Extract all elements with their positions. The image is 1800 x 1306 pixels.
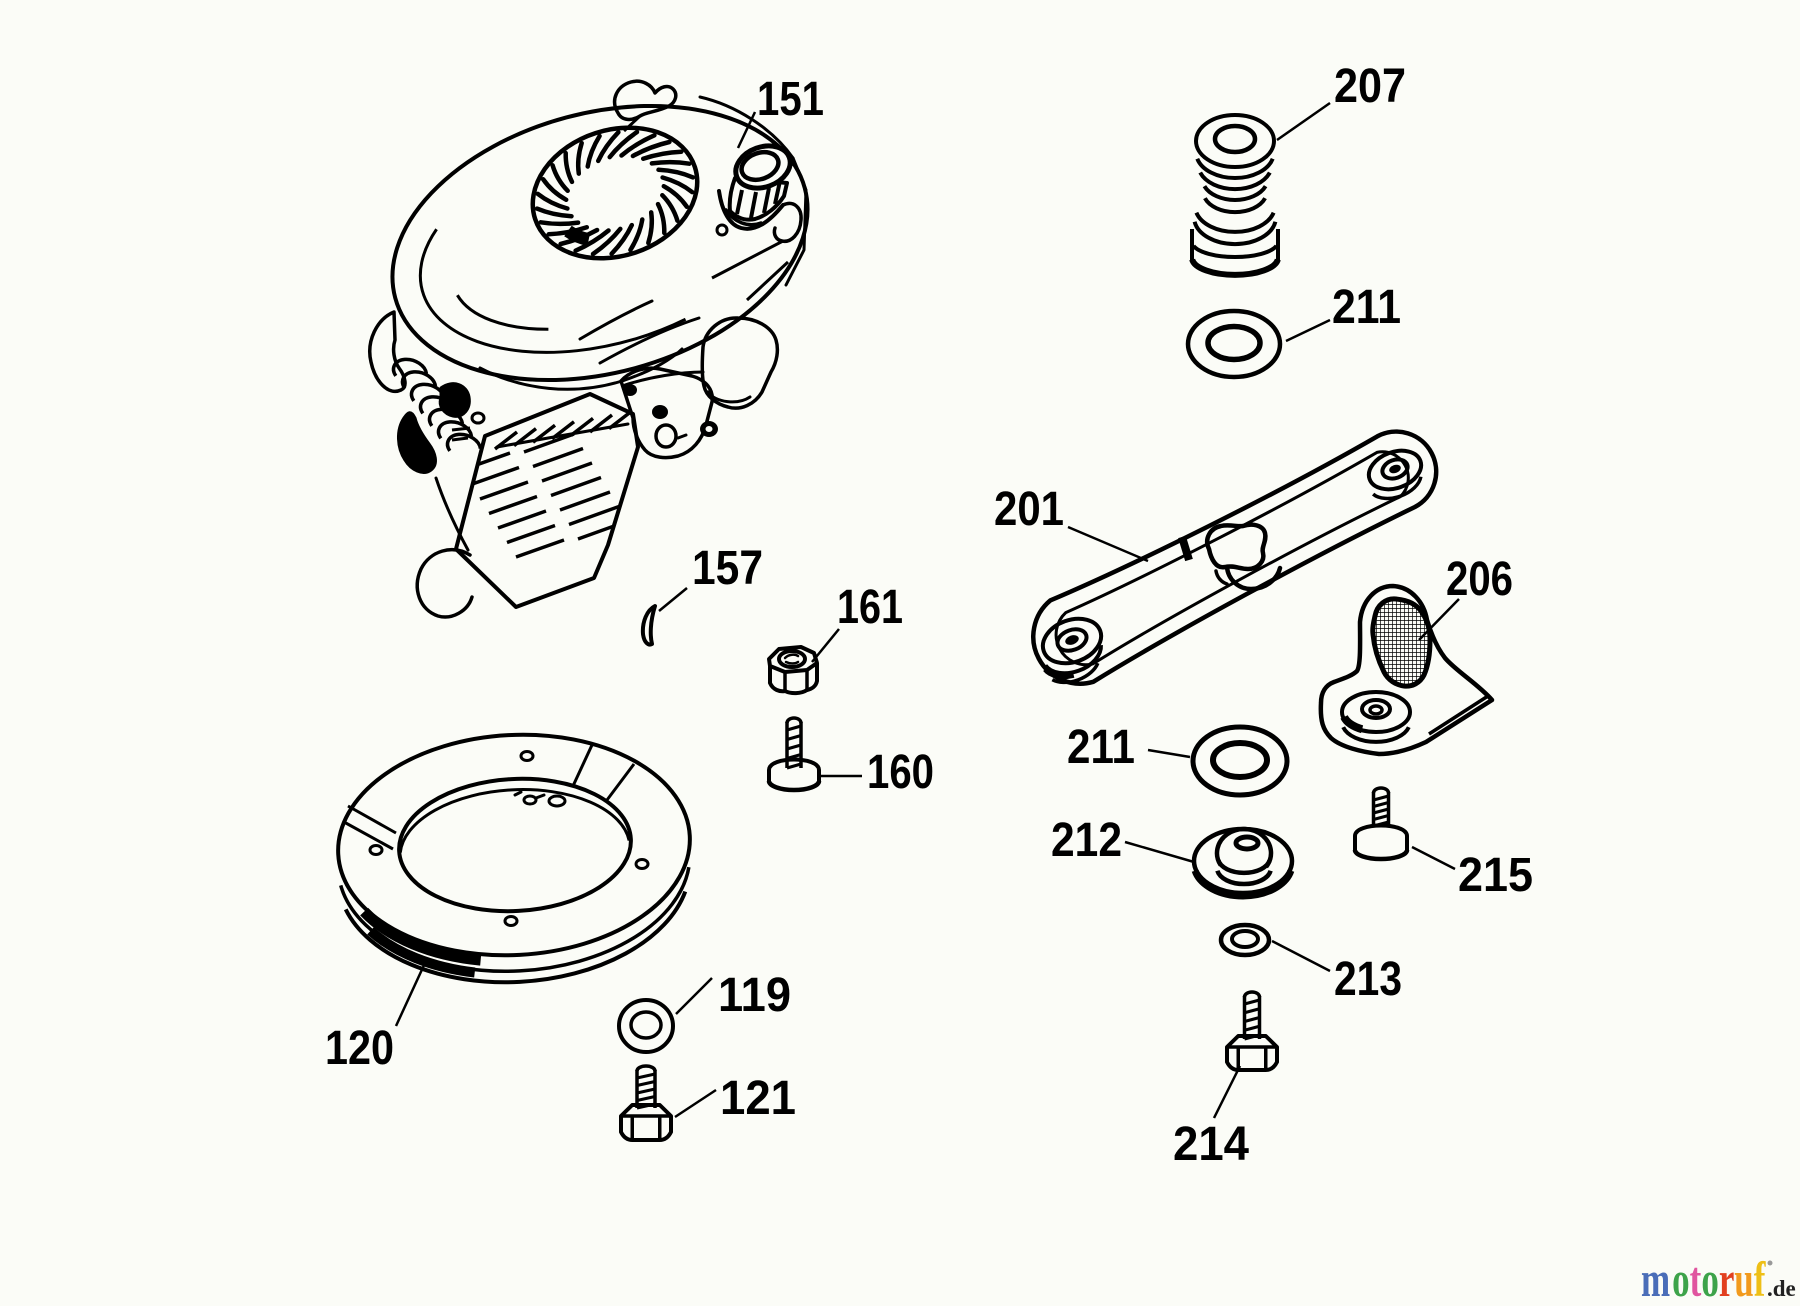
svg-text:.de: .de	[1767, 1276, 1796, 1301]
svg-text:161: 161	[837, 581, 903, 634]
svg-text:151: 151	[757, 73, 824, 126]
svg-text:f: f	[1754, 1253, 1766, 1306]
svg-text:201: 201	[994, 483, 1064, 536]
svg-text:214: 214	[1173, 1118, 1249, 1171]
svg-text:121: 121	[720, 1072, 796, 1125]
svg-text:211: 211	[1332, 281, 1401, 334]
svg-text:157: 157	[692, 542, 763, 595]
svg-text:u: u	[1734, 1253, 1753, 1306]
svg-text:r: r	[1719, 1253, 1735, 1306]
svg-text:160: 160	[867, 746, 934, 799]
svg-text:m: m	[1641, 1253, 1670, 1306]
svg-text:o: o	[1701, 1253, 1718, 1306]
svg-text:o: o	[1672, 1253, 1689, 1306]
svg-text:212: 212	[1051, 814, 1122, 867]
svg-text:207: 207	[1334, 60, 1406, 113]
svg-text:211: 211	[1067, 721, 1135, 774]
svg-text:119: 119	[718, 969, 791, 1022]
svg-text:206: 206	[1446, 553, 1513, 606]
svg-text:213: 213	[1334, 953, 1402, 1006]
svg-text:215: 215	[1458, 849, 1533, 902]
svg-text:t: t	[1690, 1253, 1702, 1306]
svg-text:120: 120	[325, 1022, 394, 1075]
